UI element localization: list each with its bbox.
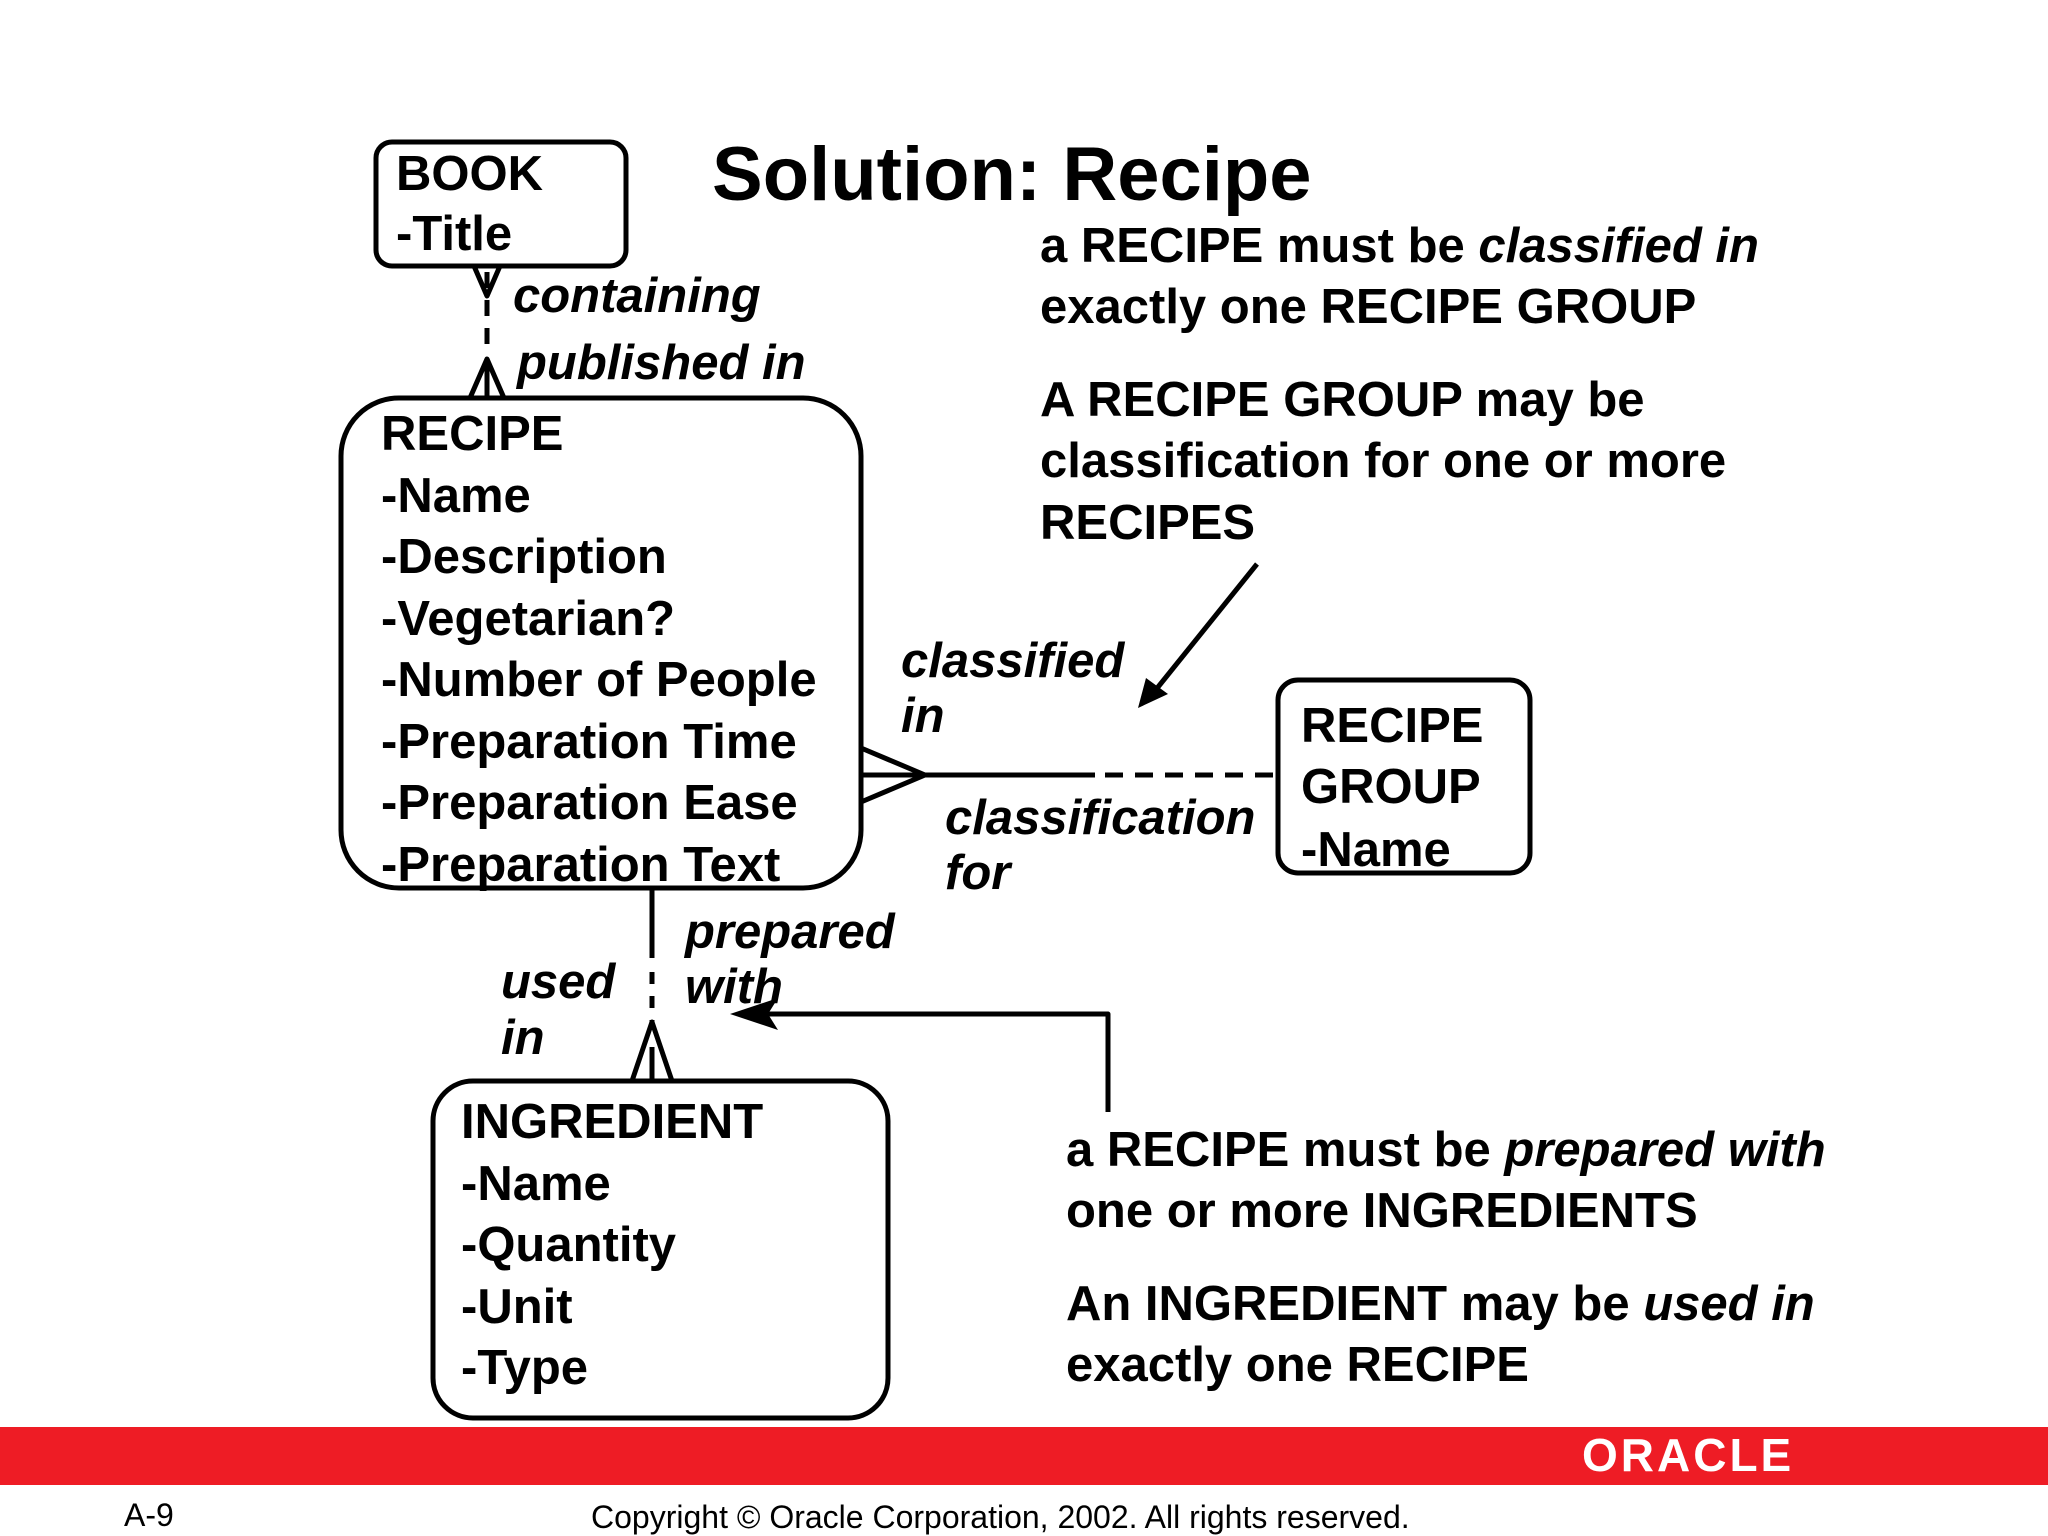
recipe-attribute: -Description [381,530,667,584]
recipe-entity-name: RECIPE [381,407,564,461]
note-group-line3: A RECIPE GROUP may be [1040,373,1645,427]
note-group-line1: a RECIPE must be classified in [1040,219,1759,273]
recipe-ingredient-relationship [629,888,675,1082]
relationship-label-prepared-with: prepared [685,905,895,959]
book-attribute: -Title [396,207,513,261]
note-group-line2: exactly one RECIPE GROUP [1040,280,1697,334]
relationship-label-classification-for: classification [945,791,1256,845]
note-ingredient-line4: exactly one RECIPE [1066,1338,1529,1392]
recipe-group-relationship [860,745,1278,805]
recipe-group-entity-name: GROUP [1301,760,1481,814]
copyright-notice: Copyright © Oracle Corporation, 2002. Al… [591,1499,1410,1535]
relationship-label-classified-in: in [901,689,945,743]
annotation-arrow-group [1148,562,1259,699]
book-entity-box [373,139,629,269]
recipe-attribute: -Preparation Time [381,715,797,769]
ingredient-entity-box [430,1078,891,1421]
recipe-group-attribute: -Name [1301,823,1451,877]
arrowhead-group [1138,678,1168,708]
ingredient-attribute: -Quantity [461,1218,677,1272]
arrowhead-ingredient [730,998,778,1030]
ingredient-attribute: -Type [461,1341,589,1395]
page-title: Solution: Recipe [712,132,1312,217]
relationship-label-classified-in: classified [901,634,1125,688]
ingredient-entity-name: INGREDIENT [461,1095,764,1149]
book-entity-name: BOOK [396,147,543,201]
relationship-label-used-in: in [501,1011,545,1065]
recipe-attribute: -Name [381,469,531,523]
recipe-attribute: -Preparation Text [381,838,781,892]
annotation-arrow-ingredient [760,1011,1111,1112]
page-number: A-9 [124,1497,174,1533]
note-ingredient-line1: a RECIPE must be prepared with [1066,1123,1826,1177]
book-recipe-relationship [467,265,507,399]
recipe-attribute: -Preparation Ease [381,776,798,830]
note-group-line5: RECIPES [1040,496,1256,550]
relationship-label-classification-for: for [945,846,1011,900]
relationship-label-containing: containing [513,269,761,323]
relationship-label-published-in: published in [517,336,806,390]
recipe-attribute: -Number of People [381,653,817,707]
relationship-label-prepared-with: with [685,960,783,1014]
note-ingredient-line3: An INGREDIENT may be used in [1066,1277,1815,1331]
recipe-attribute: -Vegetarian? [381,592,676,646]
oracle-logo: ORACLE [1582,1429,1795,1481]
recipe-group-entity-name: RECIPE [1301,699,1484,753]
footer-red-bar [0,1427,2048,1485]
recipe-group-entity-box [1275,677,1533,876]
recipe-entity-box [338,395,864,891]
note-group-line4: classification for one or more [1040,434,1727,488]
ingredient-attribute: -Name [461,1157,611,1211]
note-ingredient-line2: one or more INGREDIENTS [1066,1184,1698,1238]
ingredient-attribute: -Unit [461,1280,573,1334]
relationship-label-used-in: used [501,955,616,1009]
